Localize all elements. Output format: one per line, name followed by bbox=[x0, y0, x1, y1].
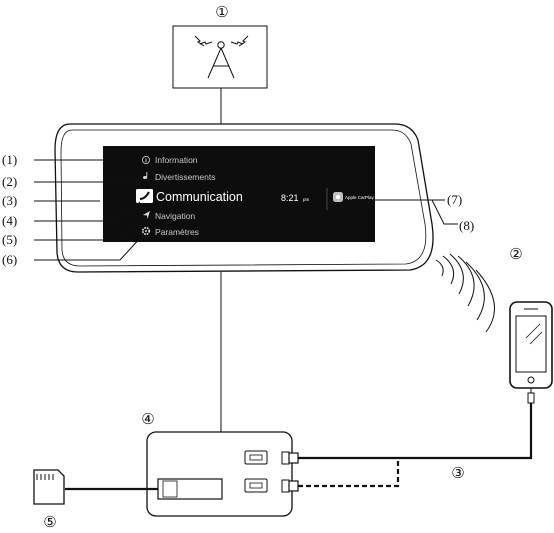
label-2: (2) bbox=[2, 174, 17, 189]
callout-cable: ③ bbox=[451, 464, 464, 482]
menu-item-communication[interactable]: Communication bbox=[156, 190, 243, 204]
label-3: (3) bbox=[2, 193, 17, 208]
sd-card-icon bbox=[33, 469, 65, 505]
menu-item-navigation[interactable]: Navigation bbox=[155, 211, 195, 221]
antenna-icon bbox=[194, 35, 249, 79]
navigation-arrow-icon[interactable] bbox=[143, 211, 150, 219]
label-6: (6) bbox=[2, 252, 17, 267]
leader-2 bbox=[34, 175, 141, 183]
leader-6 bbox=[34, 235, 143, 261]
carplay-icon[interactable] bbox=[333, 192, 343, 202]
smartphone-icon bbox=[509, 301, 553, 389]
callout-antenna: ① bbox=[215, 3, 228, 21]
menu-item-entertainment[interactable]: Divertissements bbox=[155, 172, 215, 182]
menu-item-information[interactable]: Information bbox=[155, 155, 198, 165]
clock-ampm: pm bbox=[303, 197, 310, 202]
leader-5 bbox=[34, 219, 145, 241]
menu-item-settings[interactable]: Paramètres bbox=[155, 227, 199, 237]
antenna-box bbox=[172, 25, 268, 89]
display-bezel-inner bbox=[60, 129, 427, 267]
callout-hub: ④ bbox=[141, 410, 154, 428]
music-note-icon[interactable] bbox=[143, 172, 148, 179]
usb-plug-icon bbox=[281, 451, 299, 465]
label-4: (4) bbox=[2, 213, 17, 228]
gear-icon[interactable] bbox=[141, 226, 151, 236]
usb-plug-icon bbox=[281, 479, 299, 493]
label-8: (8) bbox=[459, 218, 474, 233]
label-1: (1) bbox=[2, 152, 17, 167]
usb-port-1-slot bbox=[249, 454, 263, 461]
usb-port-2-slot bbox=[249, 482, 263, 489]
clock-time: 8:21 bbox=[281, 193, 299, 203]
wireless-signal-icon bbox=[435, 253, 495, 333]
sd-slot-latch bbox=[162, 480, 178, 498]
info-icon[interactable] bbox=[141, 155, 150, 164]
phone-plug bbox=[527, 392, 535, 404]
usb-cable-solid bbox=[297, 403, 533, 460]
usb-port-1[interactable] bbox=[244, 450, 268, 465]
phone-handset-icon[interactable] bbox=[136, 189, 153, 203]
usb-cable-dashed bbox=[298, 458, 400, 488]
carplay-label[interactable]: Apple CarPlay bbox=[345, 195, 375, 200]
leader-4 bbox=[34, 201, 141, 222]
callout-sd-card: ⑤ bbox=[43, 513, 56, 531]
leader-8 bbox=[431, 199, 458, 225]
connectivity-hub bbox=[146, 431, 293, 517]
label-5: (5) bbox=[2, 232, 17, 247]
label-7: (7) bbox=[447, 192, 462, 207]
callout-phone: ② bbox=[509, 245, 522, 263]
usb-port-2[interactable] bbox=[244, 478, 268, 493]
